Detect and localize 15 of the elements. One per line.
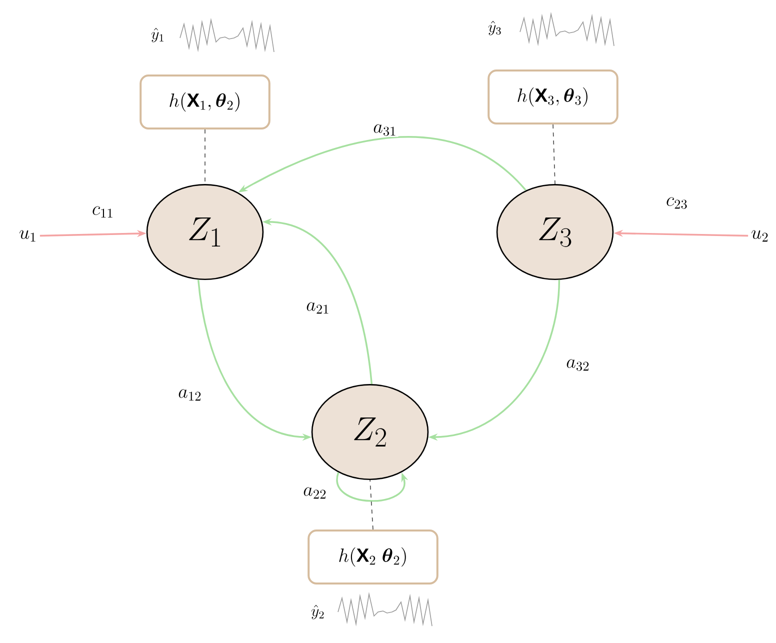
edge-label: $a_{32}$	[564, 358, 592, 372]
input-label: $u_2$	[752, 230, 768, 242]
edge-label: $a_{31}$	[372, 123, 398, 137]
edge-label: $c_{11}$	[90, 205, 116, 219]
output-label: $\hat{y}_1$	[151, 28, 164, 42]
output-label: $\hat{y}_2$	[311, 604, 324, 620]
output-label: $\hat{y}_3$	[488, 20, 501, 36]
edge-label: $a_{12}$	[176, 388, 204, 402]
edge-label: $a_{21}$	[304, 301, 332, 315]
edge-label: $a_{22}$	[302, 486, 328, 500]
observation-box: $h(\mathbf{X}_2\ \boldsymbol{\theta}_2)$	[308, 529, 438, 585]
observation-box: $h(\mathbf{X}_3, \boldsymbol{\theta}_3)$	[488, 69, 618, 125]
observation-box: $h(\mathbf{X}_1, \boldsymbol{\theta}_2)$	[140, 74, 270, 130]
edge-label: $c_{23}$	[664, 196, 690, 210]
input-label: $u_1$	[20, 230, 36, 242]
